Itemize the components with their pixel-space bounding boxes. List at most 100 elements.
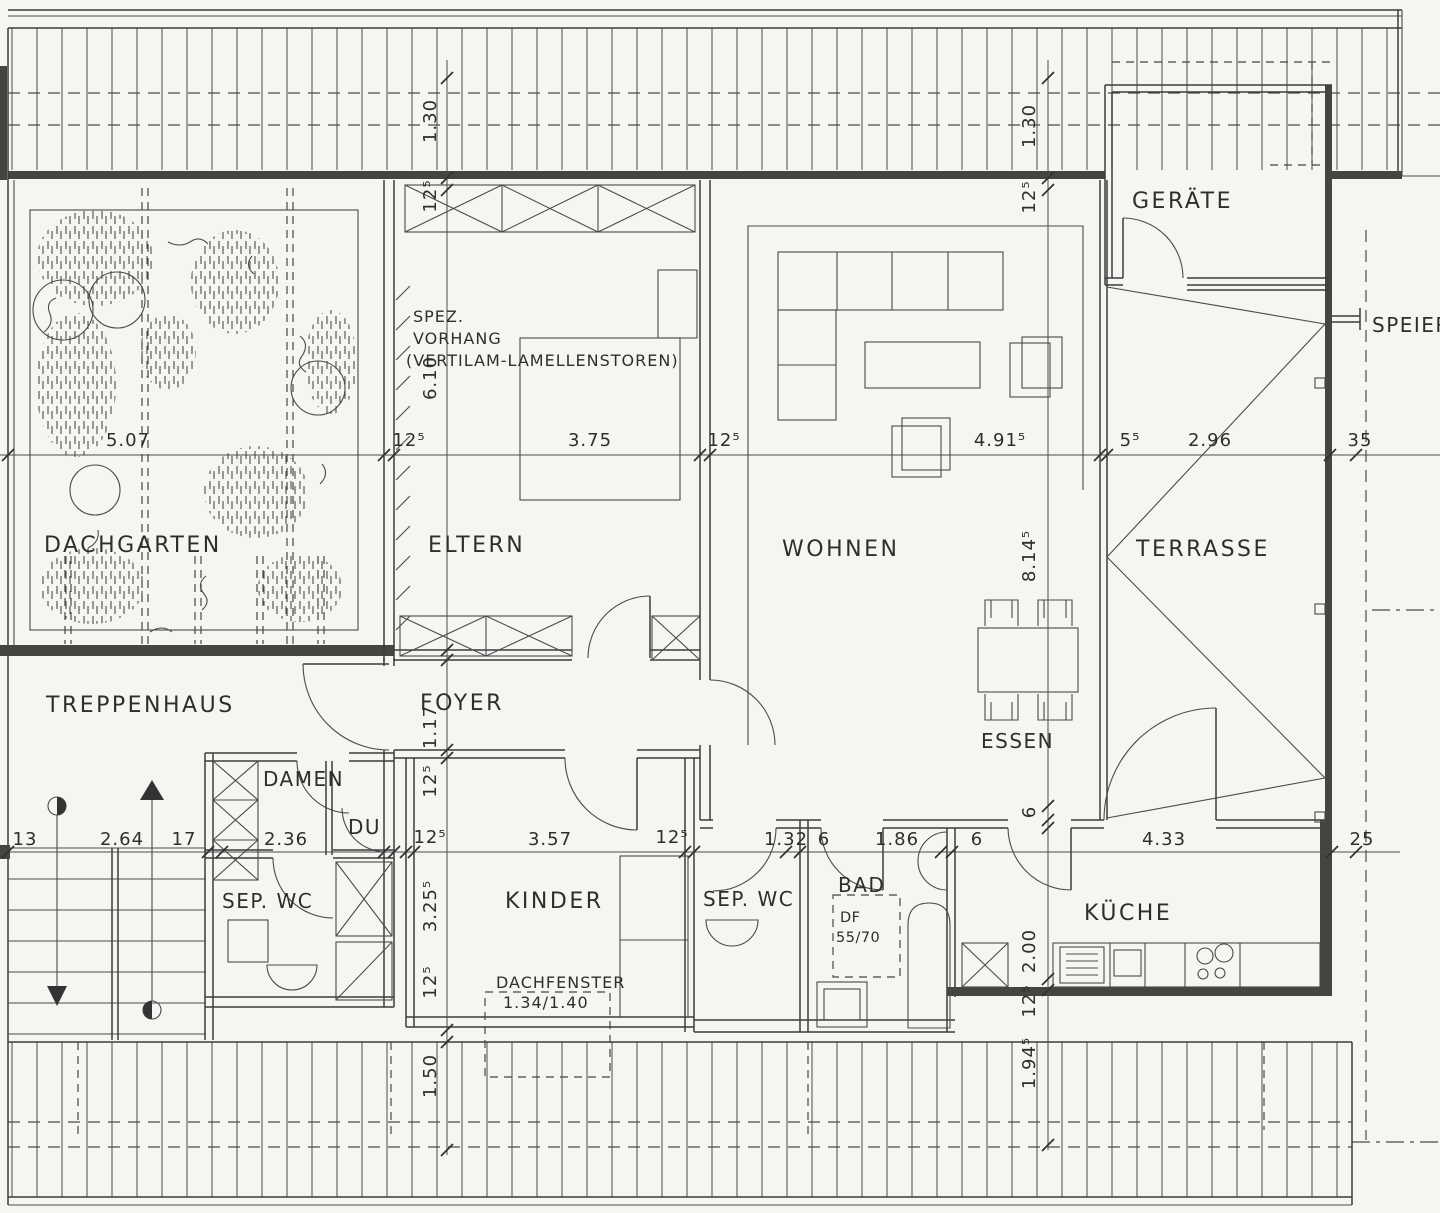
dim-top-125a: 12⁵ <box>392 430 425 451</box>
dining-table <box>977 627 1079 693</box>
sofa <box>777 251 1004 421</box>
room-label-treppenhaus: TREPPENHAUS <box>45 693 235 718</box>
room-label-speier: SPEIER <box>1372 313 1440 337</box>
room-label-damen: DAMEN <box>263 767 344 791</box>
note-vorhang-2: VORHANG <box>413 329 502 348</box>
room-label-terrasse: TERRASSE <box>1135 537 1270 562</box>
kitchen-counter <box>961 942 1321 988</box>
dim-bot-264: 2.64 <box>100 829 144 850</box>
door-swing-du <box>341 807 387 853</box>
room-label-foyer: FOYER <box>420 691 504 716</box>
shower-tray <box>335 861 393 937</box>
dim-bot-132: 1.32 <box>764 829 808 850</box>
dim-bot-125b: 12⁵ <box>655 827 688 848</box>
kueche-room <box>961 827 1321 988</box>
sepwc-right-room <box>705 827 777 947</box>
bad-room <box>816 827 951 1029</box>
door-swing-kinder <box>564 757 638 831</box>
stair-arrow-up <box>140 780 164 1020</box>
washbasin-bad <box>816 981 868 1028</box>
stair-arrow-down <box>47 796 67 1006</box>
dim-left-117: 1.17 <box>420 705 441 749</box>
bathtub <box>907 902 951 1029</box>
room-label-kueche: KÜCHE <box>1084 900 1172 926</box>
toilet-left <box>227 919 318 991</box>
wardrobe-damen <box>212 760 259 881</box>
wardrobe-bottom <box>399 615 701 661</box>
dim-left-610: 6.10 <box>420 356 441 400</box>
du-partition <box>325 761 333 855</box>
door-swing-kueche <box>1007 827 1072 891</box>
dim-top-375: 3.75 <box>568 430 612 451</box>
sink <box>1113 949 1142 977</box>
dim-left-125a: 12⁵ <box>420 179 441 212</box>
foyer-doors <box>302 663 776 751</box>
dim-left-125b: 12⁵ <box>420 764 441 797</box>
bed <box>519 337 681 501</box>
sepwc-partition <box>205 849 394 859</box>
dim-bot-25: 25 <box>1350 829 1375 850</box>
radiator <box>917 831 948 891</box>
dining-set <box>977 599 1217 821</box>
room-label-dachgarten: DACHGARTEN <box>44 533 222 558</box>
wohnen-room <box>747 225 1084 745</box>
washing-machine <box>335 941 393 1001</box>
curtain-wall-hatch <box>395 285 411 631</box>
dim-top-55: 5⁵ <box>1120 430 1141 451</box>
dimension-labels-right: 1.30 12⁵ 8.14⁵ 6 2.00 12⁵ 1.94⁵ <box>1019 104 1040 1089</box>
tree-icons <box>32 271 346 516</box>
dim-right-200: 2.00 <box>1019 929 1040 973</box>
dim-right-6: 6 <box>1019 806 1040 818</box>
door-swing-wohnen <box>709 679 776 746</box>
roof-band-bottom <box>8 1041 1440 1206</box>
ceiling-edge-line <box>747 225 1084 745</box>
washbasin-right <box>705 919 759 947</box>
kinder-room <box>484 757 689 1078</box>
dishwasher <box>1059 946 1105 984</box>
room-label-eltern: ELTERN <box>428 533 525 558</box>
dachgarten-area <box>0 28 394 1205</box>
door-swing-sepwc-left <box>272 857 334 919</box>
room-label-essen: ESSEN <box>981 729 1054 753</box>
terrasse-glazing-lines <box>1106 286 1326 823</box>
door-swing-damen <box>296 760 350 814</box>
note-df-2: 55/70 <box>836 930 880 946</box>
dining-chairs <box>984 599 1073 721</box>
dim-left-150: 1.50 <box>420 1054 441 1098</box>
eltern-room <box>395 184 701 661</box>
dim-bot-236: 2.36 <box>264 829 308 850</box>
fridge <box>961 942 1009 988</box>
dim-right-1945: 1.94⁵ <box>1019 1037 1040 1089</box>
nightstand <box>657 269 698 339</box>
dim-left-130: 1.30 <box>420 99 441 143</box>
dim-top-296: 2.96 <box>1188 430 1232 451</box>
door-swing-terrasse <box>1103 707 1217 821</box>
dim-right-8145: 8.14⁵ <box>1019 530 1040 582</box>
shrub-patches <box>36 210 357 624</box>
note-df-1: DF <box>840 910 861 926</box>
df-roofwindow-box <box>832 894 901 978</box>
dimension-labels-left: 1.30 12⁵ 6.10 1.17 12⁵ 3.25⁵ 12⁵ 1.50 <box>420 99 441 1098</box>
door-swing-sepwc-right <box>712 827 777 892</box>
room-label-wohnen: WOHNEN <box>782 537 899 562</box>
dim-right-130: 1.30 <box>1019 104 1040 148</box>
note-dachfenster-1: DACHFENSTER <box>496 973 625 992</box>
wardrobe-top <box>404 184 696 233</box>
kinder-cupboard <box>619 855 689 1018</box>
door-swing-geraete <box>1122 217 1184 279</box>
door-swing-eltern <box>587 595 651 659</box>
dim-bot-186: 1.86 <box>875 829 919 850</box>
dachfenster-box <box>484 991 611 1078</box>
staircase <box>0 780 206 1040</box>
note-dachfenster-2: 1.34/1.40 <box>503 993 589 1012</box>
note-vorhang-3: (VERTILAM-LAMELLENSTOREN) <box>406 351 679 370</box>
dim-bot-6b: 6 <box>971 829 983 850</box>
dimension-labels-top: 5.07 12⁵ 3.75 12⁵ 4.91⁵ 5⁵ 2.96 35 <box>106 430 1371 451</box>
dim-bot-125a: 12⁵ <box>413 827 446 848</box>
dim-bot-13: 13 <box>13 829 38 850</box>
dim-top-507: 5.07 <box>106 430 150 451</box>
dim-bot-357: 3.57 <box>528 829 572 850</box>
geraete-room <box>1104 61 1332 291</box>
armchair-bottom <box>891 417 951 478</box>
room-label-bad: BAD <box>838 873 885 897</box>
